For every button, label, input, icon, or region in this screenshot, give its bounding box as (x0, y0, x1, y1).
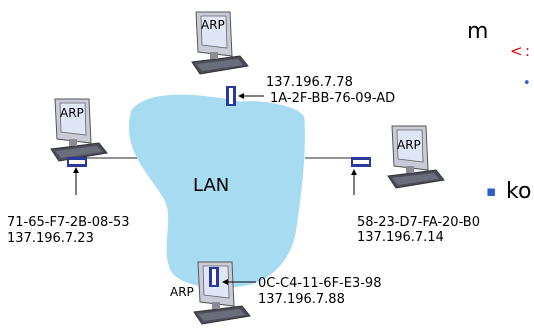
arp-label-bottom: ARP (170, 285, 194, 299)
host-right: ARP 58-23-D7-FA-20-B0 137.196.7.14 (351, 125, 480, 245)
slide-fragment-bullet: ▪ (486, 182, 496, 200)
mac-bottom: 0C-C4-11-6F-E3-98 (258, 276, 381, 291)
adapter-icon-bottom (209, 267, 219, 287)
slide-fragment-dot: • (523, 76, 531, 91)
host-top: ARP 137.196.7.78 1A-2F-BB-76-09-AD (191, 11, 395, 106)
host-bottom: ARP 0C-C4-11-6F-E3-98 137.196.7.88 (170, 261, 381, 325)
slide-fragment-m: m (467, 19, 488, 44)
arrowhead-left (73, 167, 79, 173)
slide-fragment-digit: : (525, 42, 530, 60)
arrowhead-top (238, 93, 244, 99)
host-left: ARP 71-65-F7-2B-08-53 137.196.7.23 (7, 98, 130, 246)
arrowhead-bottom (222, 279, 228, 285)
ip-left: 137.196.7.23 (7, 231, 94, 246)
mac-left: 71-65-F7-2B-08-53 (7, 215, 130, 230)
adapter-icon-top (226, 86, 236, 106)
arp-label-right: ARP (397, 138, 421, 152)
mac-top: 1A-2F-BB-76-09-AD (270, 91, 395, 106)
adapter-icon-right (351, 157, 371, 167)
ip-bottom: 137.196.7.88 (258, 292, 345, 307)
arrowhead-right (351, 169, 357, 175)
ip-right: 137.196.7.14 (357, 230, 444, 245)
arp-label-left: ARP (60, 106, 84, 120)
arp-label-top: ARP (201, 18, 225, 32)
lan-cloud (128, 94, 305, 288)
mac-right: 58-23-D7-FA-20-B0 (357, 215, 480, 230)
slide-fragment-angle: < (510, 42, 523, 60)
slide-fragment-ko: ko (506, 179, 531, 204)
adapter-icon-left (67, 157, 87, 167)
computer-icon-right (387, 125, 445, 189)
lan-label: LAN (193, 175, 229, 196)
ip-top: 137.196.7.78 (266, 75, 353, 90)
